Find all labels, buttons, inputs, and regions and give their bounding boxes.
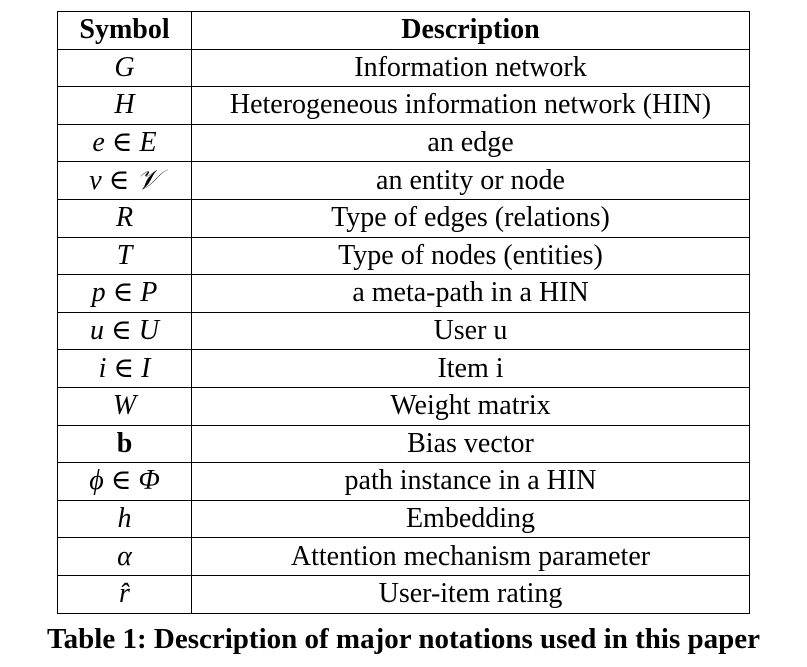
table-row: b Bias vector: [57, 424, 750, 464]
symbol-cell: T: [57, 236, 192, 276]
table-row: H Heterogeneous information network (HIN…: [57, 86, 750, 125]
symbol-cell: v ∈ 𝒱: [57, 161, 192, 200]
description-column-header: Description: [191, 11, 750, 50]
table-row: T Type of nodes (entities): [57, 236, 750, 276]
description-cell: Item i: [191, 349, 750, 388]
header-row: Symbol Description: [57, 11, 750, 50]
table-row: p ∈ P a meta-path in a HIN: [57, 274, 750, 313]
description-cell: Bias vector: [191, 424, 750, 464]
description-cell: path instance in a HIN: [191, 462, 750, 501]
table-row: G Information network: [57, 48, 750, 88]
description-cell: User-item rating: [191, 574, 750, 614]
symbol-cell: r̂: [57, 574, 192, 614]
notation-table-container: Symbol Description G Information network…: [57, 11, 750, 614]
description-cell: Attention mechanism parameter: [191, 537, 750, 576]
symbol-cell: i ∈ I: [57, 349, 192, 388]
table-row: u ∈ U User u: [57, 311, 750, 351]
table-row: ϕ ∈ Φ path instance in a HIN: [57, 462, 750, 501]
description-cell: Information network: [191, 48, 750, 88]
description-cell: an entity or node: [191, 161, 750, 200]
table-row: W Weight matrix: [57, 386, 750, 426]
symbol-cell: e ∈ E: [57, 123, 192, 163]
symbol-cell: u ∈ U: [57, 311, 192, 351]
description-cell: Type of nodes (entities): [191, 236, 750, 276]
table-row: r̂ User-item rating: [57, 574, 750, 614]
table-row: R Type of edges (relations): [57, 198, 750, 238]
description-cell: Embedding: [191, 499, 750, 539]
description-cell: Heterogeneous information network (HIN): [191, 86, 750, 125]
symbol-cell: W: [57, 386, 192, 426]
symbol-column-header: Symbol: [57, 11, 192, 50]
symbol-cell: p ∈ P: [57, 274, 192, 313]
symbol-cell: R: [57, 198, 192, 238]
table-body: G Information network H Heterogeneous in…: [57, 48, 750, 614]
description-cell: Weight matrix: [191, 386, 750, 426]
description-cell: Type of edges (relations): [191, 198, 750, 238]
symbol-cell: h: [57, 499, 192, 539]
symbol-cell: b: [57, 424, 192, 464]
notation-table: Symbol Description G Information network…: [57, 11, 750, 614]
symbol-cell: α: [57, 537, 192, 576]
table-row: i ∈ I Item i: [57, 349, 750, 388]
symbol-cell: H: [57, 86, 192, 125]
description-cell: a meta-path in a HIN: [191, 274, 750, 313]
description-cell: an edge: [191, 123, 750, 163]
description-cell: User u: [191, 311, 750, 351]
table-row: v ∈ 𝒱 an entity or node: [57, 161, 750, 200]
table-row: α Attention mechanism parameter: [57, 537, 750, 576]
table-caption: Table 1: Description of major notations …: [47, 623, 760, 655]
table-row: e ∈ E an edge: [57, 123, 750, 163]
table-row: h Embedding: [57, 499, 750, 539]
symbol-cell: ϕ ∈ Φ: [57, 462, 192, 501]
symbol-cell: G: [57, 48, 192, 88]
